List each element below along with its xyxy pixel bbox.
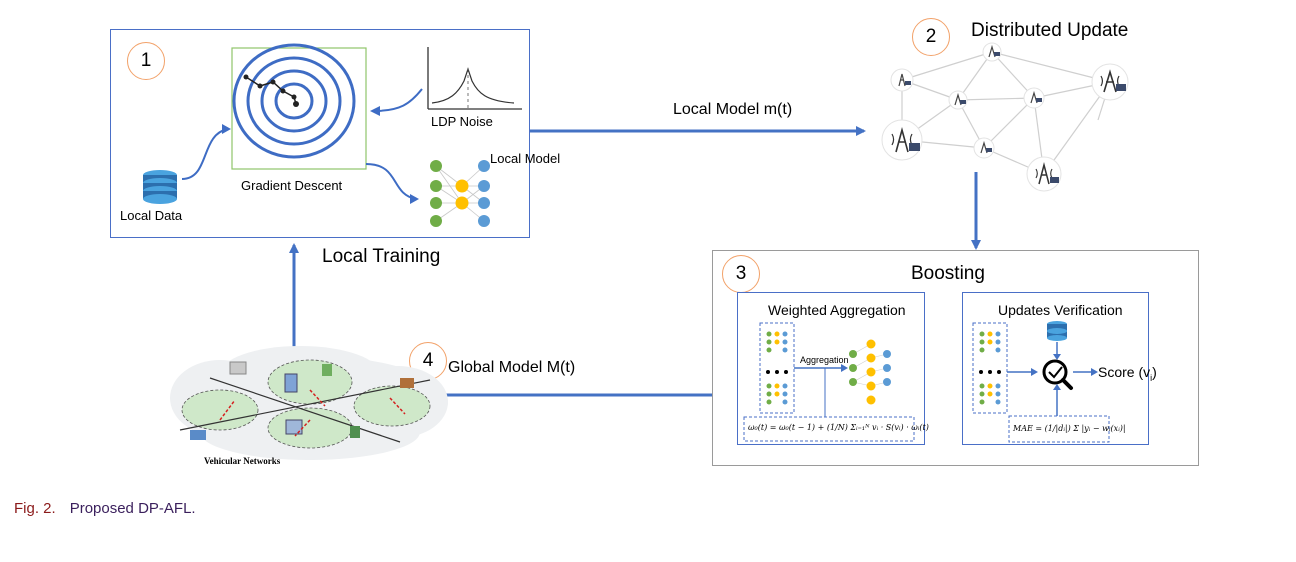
score-subscript: i	[1150, 372, 1153, 383]
local-model-network-icon	[430, 160, 490, 227]
score-text: Score (v	[1098, 364, 1151, 380]
boosting-title: Boosting	[911, 263, 985, 284]
verification-models-icon	[979, 331, 1001, 405]
global-model-mt-label: Global Model M(t)	[448, 359, 576, 376]
stacked-models-icon	[766, 331, 788, 405]
weighted-formula: ω₀(t) = ω₀(t − 1) + (1/N) Σᵢ₌₁ᴺ vᵢ · S(v…	[748, 423, 929, 432]
local-training-title: Local Training	[322, 246, 441, 267]
aggregated-model-icon	[849, 339, 891, 405]
updates-verification-box	[962, 292, 1149, 445]
descent-path-icon	[243, 74, 299, 107]
ldp-noise-label: LDP Noise	[431, 114, 493, 129]
distributed-network-graph	[881, 42, 1129, 192]
verification-database-icon	[1047, 321, 1067, 341]
buildings-icons	[190, 361, 414, 440]
aggregation-label: Aggregation	[800, 355, 849, 365]
figure-caption-text: Proposed DP-AFL.	[69, 500, 196, 517]
local-model-mt-label: Local Model m(t)	[673, 101, 793, 118]
weighted-aggregation-title: Weighted Aggregation	[768, 302, 906, 318]
local-training-graphics	[143, 43, 522, 227]
gd-to-model-arrow	[365, 163, 417, 200]
local-data-label: Local Data	[120, 208, 183, 223]
gradient-descent-label: Gradient Descent	[241, 178, 343, 193]
score-close: )	[1152, 364, 1157, 380]
mae-formula: MAE = (1/|dᵢ|) Σ |yᵢ − wᵢ(xᵢ)|	[1013, 424, 1126, 433]
verify-magnifier-icon	[1042, 359, 1073, 390]
data-to-gd-arrow	[181, 128, 229, 180]
noise-to-gd-arrow	[373, 88, 423, 112]
local-data-database-icon	[143, 170, 177, 204]
score-label: Score (vi)	[1098, 364, 1157, 383]
gradient-descent-frame	[231, 47, 367, 170]
vehicle-links	[219, 389, 406, 437]
figure-caption: Fig. 2. Proposed DP-AFL.	[14, 500, 196, 517]
step-3-badge: 3	[722, 255, 760, 293]
contour-icon	[232, 43, 356, 159]
distributed-update-title: Distributed Update	[971, 20, 1129, 41]
boosting-graphics	[743, 321, 1110, 443]
vehicular-networks-label: Vehicular Networks	[204, 456, 281, 466]
step-2-badge: 2	[912, 18, 950, 56]
vehicular-network-illustration	[170, 346, 448, 460]
step-1-badge: 1	[127, 42, 165, 80]
updates-verification-title: Updates Verification	[998, 302, 1123, 318]
ldp-noise-plot-icon	[427, 47, 522, 110]
tower-node-icons	[881, 42, 1129, 192]
figure-number: Fig. 2.	[14, 500, 56, 517]
local-model-label: Local Model	[490, 151, 561, 166]
roads	[179, 377, 431, 443]
